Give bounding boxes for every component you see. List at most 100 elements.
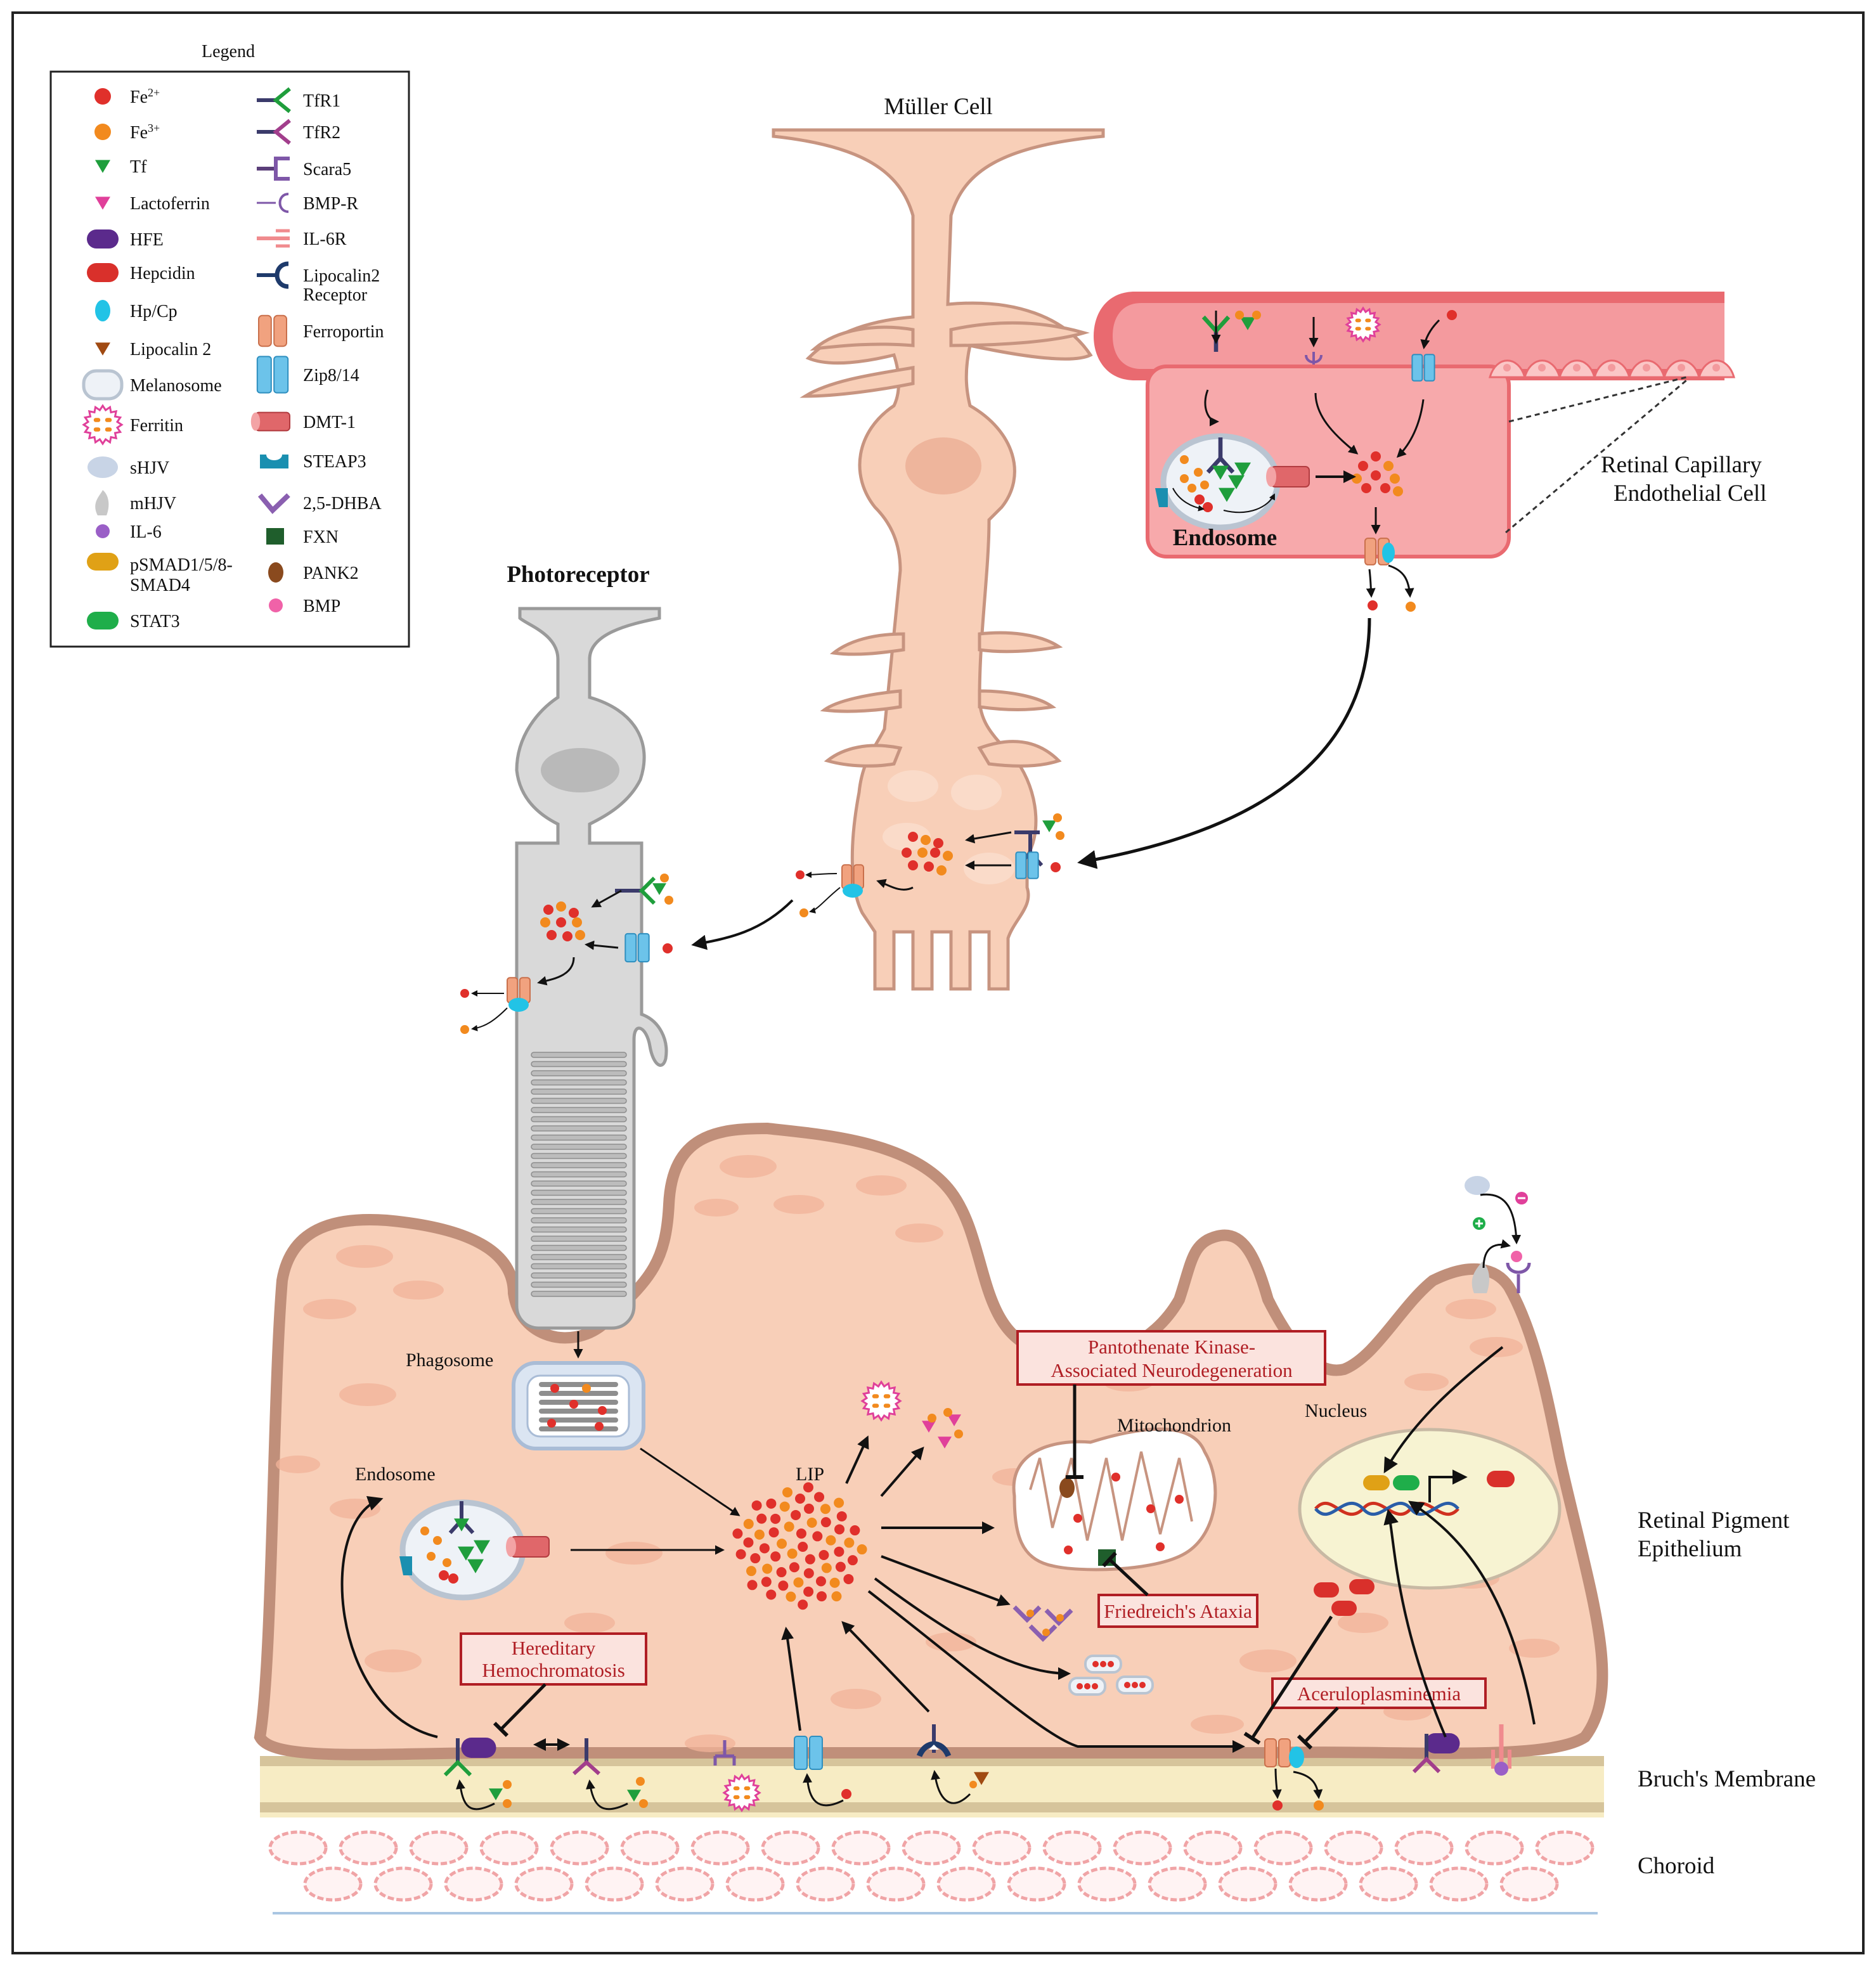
dotted-pointer bbox=[1505, 379, 1687, 534]
fe2-dot-icon bbox=[812, 1531, 823, 1542]
arrow-to-ferroportin bbox=[876, 879, 914, 891]
choroid-vessel bbox=[866, 1866, 926, 1902]
tf bbox=[652, 883, 666, 895]
legend-label: FXN bbox=[303, 527, 339, 547]
label-nucleus: Nucleus bbox=[1305, 1400, 1367, 1421]
fe3-cluster bbox=[1355, 326, 1361, 331]
lactoferrin bbox=[922, 1421, 936, 1433]
muller-cell bbox=[772, 128, 1105, 991]
fe3-dot-icon bbox=[1042, 1629, 1050, 1636]
zip8-14-channel-icon bbox=[1015, 851, 1039, 879]
fe2-dot-icon bbox=[1175, 1495, 1184, 1504]
fe2-dot-icon bbox=[1358, 461, 1368, 471]
fe2-dot-icon bbox=[735, 1549, 746, 1559]
rpe-texture bbox=[1191, 1715, 1244, 1734]
rpe-texture bbox=[393, 1281, 444, 1300]
pkan-line-2: Associated Neurodegeneration bbox=[1051, 1359, 1293, 1381]
photoreceptor-disc bbox=[531, 1061, 627, 1068]
lipocalin2-receptor-icon-arms bbox=[275, 261, 289, 289]
fe3-dot-icon bbox=[443, 1558, 451, 1567]
fe3-dot-icon bbox=[1026, 1610, 1034, 1617]
photoreceptor-disc bbox=[531, 1088, 627, 1095]
hepcidin-capsule-icon bbox=[1314, 1582, 1339, 1598]
fe2-dot-icon bbox=[814, 1492, 825, 1502]
label-mitochondrion: Mitochondrion bbox=[1117, 1415, 1231, 1436]
fe3-dot-icon bbox=[779, 1501, 790, 1512]
fe3-dot-icon bbox=[1187, 484, 1196, 493]
fe2-dot-icon bbox=[1100, 1661, 1106, 1667]
choroid-vessel bbox=[1359, 1866, 1418, 1902]
tfr1-arms bbox=[638, 876, 656, 905]
fe3-dot-icon bbox=[936, 865, 947, 875]
choroid-vessel bbox=[1394, 1830, 1454, 1866]
fe2-dot-icon bbox=[759, 1543, 770, 1554]
legend-label: sHJV bbox=[130, 458, 169, 478]
fe2-dot-icon bbox=[550, 1384, 559, 1393]
fe3-dot-icon bbox=[831, 1591, 842, 1602]
phagosome-disc bbox=[539, 1382, 618, 1387]
photoreceptor-disc bbox=[531, 1272, 627, 1279]
fe2-dot-icon bbox=[796, 1528, 806, 1539]
legend-label: mHJV bbox=[130, 494, 176, 513]
disease-box-pkan: Pantothenate Kinase- Associated Neurodeg… bbox=[1016, 1330, 1326, 1386]
rpe-texture bbox=[856, 1175, 907, 1196]
muller-process bbox=[978, 631, 1063, 654]
choroid-vessel bbox=[1007, 1866, 1066, 1902]
choroid-vessel bbox=[761, 1830, 820, 1866]
arrow-to-photoreceptor bbox=[691, 899, 794, 950]
choroid-vessel bbox=[902, 1830, 961, 1866]
fe2-dot-icon bbox=[1368, 600, 1378, 610]
ferritin-star-icon bbox=[860, 1380, 902, 1422]
fe3-dot-icon bbox=[1235, 311, 1244, 320]
fe3-dot-icon bbox=[921, 835, 931, 845]
endothelial-nucleus bbox=[1678, 364, 1685, 371]
fe3-dot-icon bbox=[1383, 461, 1394, 471]
fe2-dot-icon bbox=[1361, 483, 1371, 493]
choroid-vessel bbox=[1253, 1830, 1313, 1866]
fe2-dot-icon bbox=[908, 860, 918, 870]
legend-label: TfR2 bbox=[303, 123, 340, 143]
fe3-dot-icon bbox=[572, 917, 582, 927]
fe2-dot-icon bbox=[1064, 1546, 1073, 1554]
rpe-texture bbox=[1446, 1299, 1496, 1319]
fe2-dot-icon bbox=[776, 1567, 787, 1578]
fe3-dot-icon bbox=[821, 1563, 832, 1573]
fe2-dot-icon bbox=[798, 1542, 808, 1552]
fe2-dot-icon bbox=[924, 862, 934, 872]
arrow-phagosome-to-lip bbox=[640, 1447, 741, 1516]
fe3-dot-icon bbox=[420, 1527, 429, 1535]
photoreceptor-disc bbox=[531, 1144, 627, 1150]
choroid-vessel bbox=[339, 1830, 398, 1866]
fe3-cluster bbox=[744, 1795, 751, 1800]
fe3-dot-icon bbox=[786, 1591, 796, 1602]
phagosome-disc bbox=[539, 1417, 618, 1423]
fe2-dot-icon bbox=[836, 1511, 847, 1521]
arrow-fe3-export bbox=[809, 887, 841, 913]
fe2-dot-icon bbox=[841, 1789, 851, 1799]
muller-process bbox=[949, 321, 1090, 347]
structure-labels: Müller Cell Photoreceptor Retinal Capill… bbox=[355, 94, 1816, 1879]
tf bbox=[1219, 487, 1235, 502]
dhba-chevron-icon bbox=[1012, 1605, 1042, 1623]
photoreceptor-disc bbox=[531, 1189, 627, 1196]
choroid-vessel bbox=[655, 1866, 715, 1902]
choroid-vessel bbox=[1288, 1866, 1348, 1902]
muller-texture bbox=[888, 770, 938, 802]
fe3-dot-icon bbox=[503, 1799, 512, 1808]
muller-process bbox=[829, 632, 905, 656]
fe3-dot-icon bbox=[754, 1529, 765, 1540]
capillary-lumen bbox=[1113, 303, 1724, 369]
fe2-dot-icon bbox=[569, 908, 579, 918]
inhibition-bar bbox=[1243, 1731, 1261, 1745]
label-endothelial-2: Endothelial Cell bbox=[1614, 481, 1766, 507]
rpe-texture bbox=[336, 1245, 393, 1268]
arrow-bmp-signal bbox=[1383, 1346, 1504, 1474]
mitochondrion bbox=[1012, 1427, 1217, 1572]
bmp-dot-icon bbox=[269, 598, 283, 612]
fe3-dot-icon bbox=[1194, 468, 1203, 477]
fe2-dot-icon bbox=[803, 1482, 813, 1493]
photoreceptor-disc bbox=[531, 1162, 627, 1168]
fe3-cluster bbox=[883, 1394, 891, 1398]
choroid-vessel bbox=[1465, 1830, 1524, 1866]
photoreceptor-disc bbox=[531, 1125, 627, 1132]
